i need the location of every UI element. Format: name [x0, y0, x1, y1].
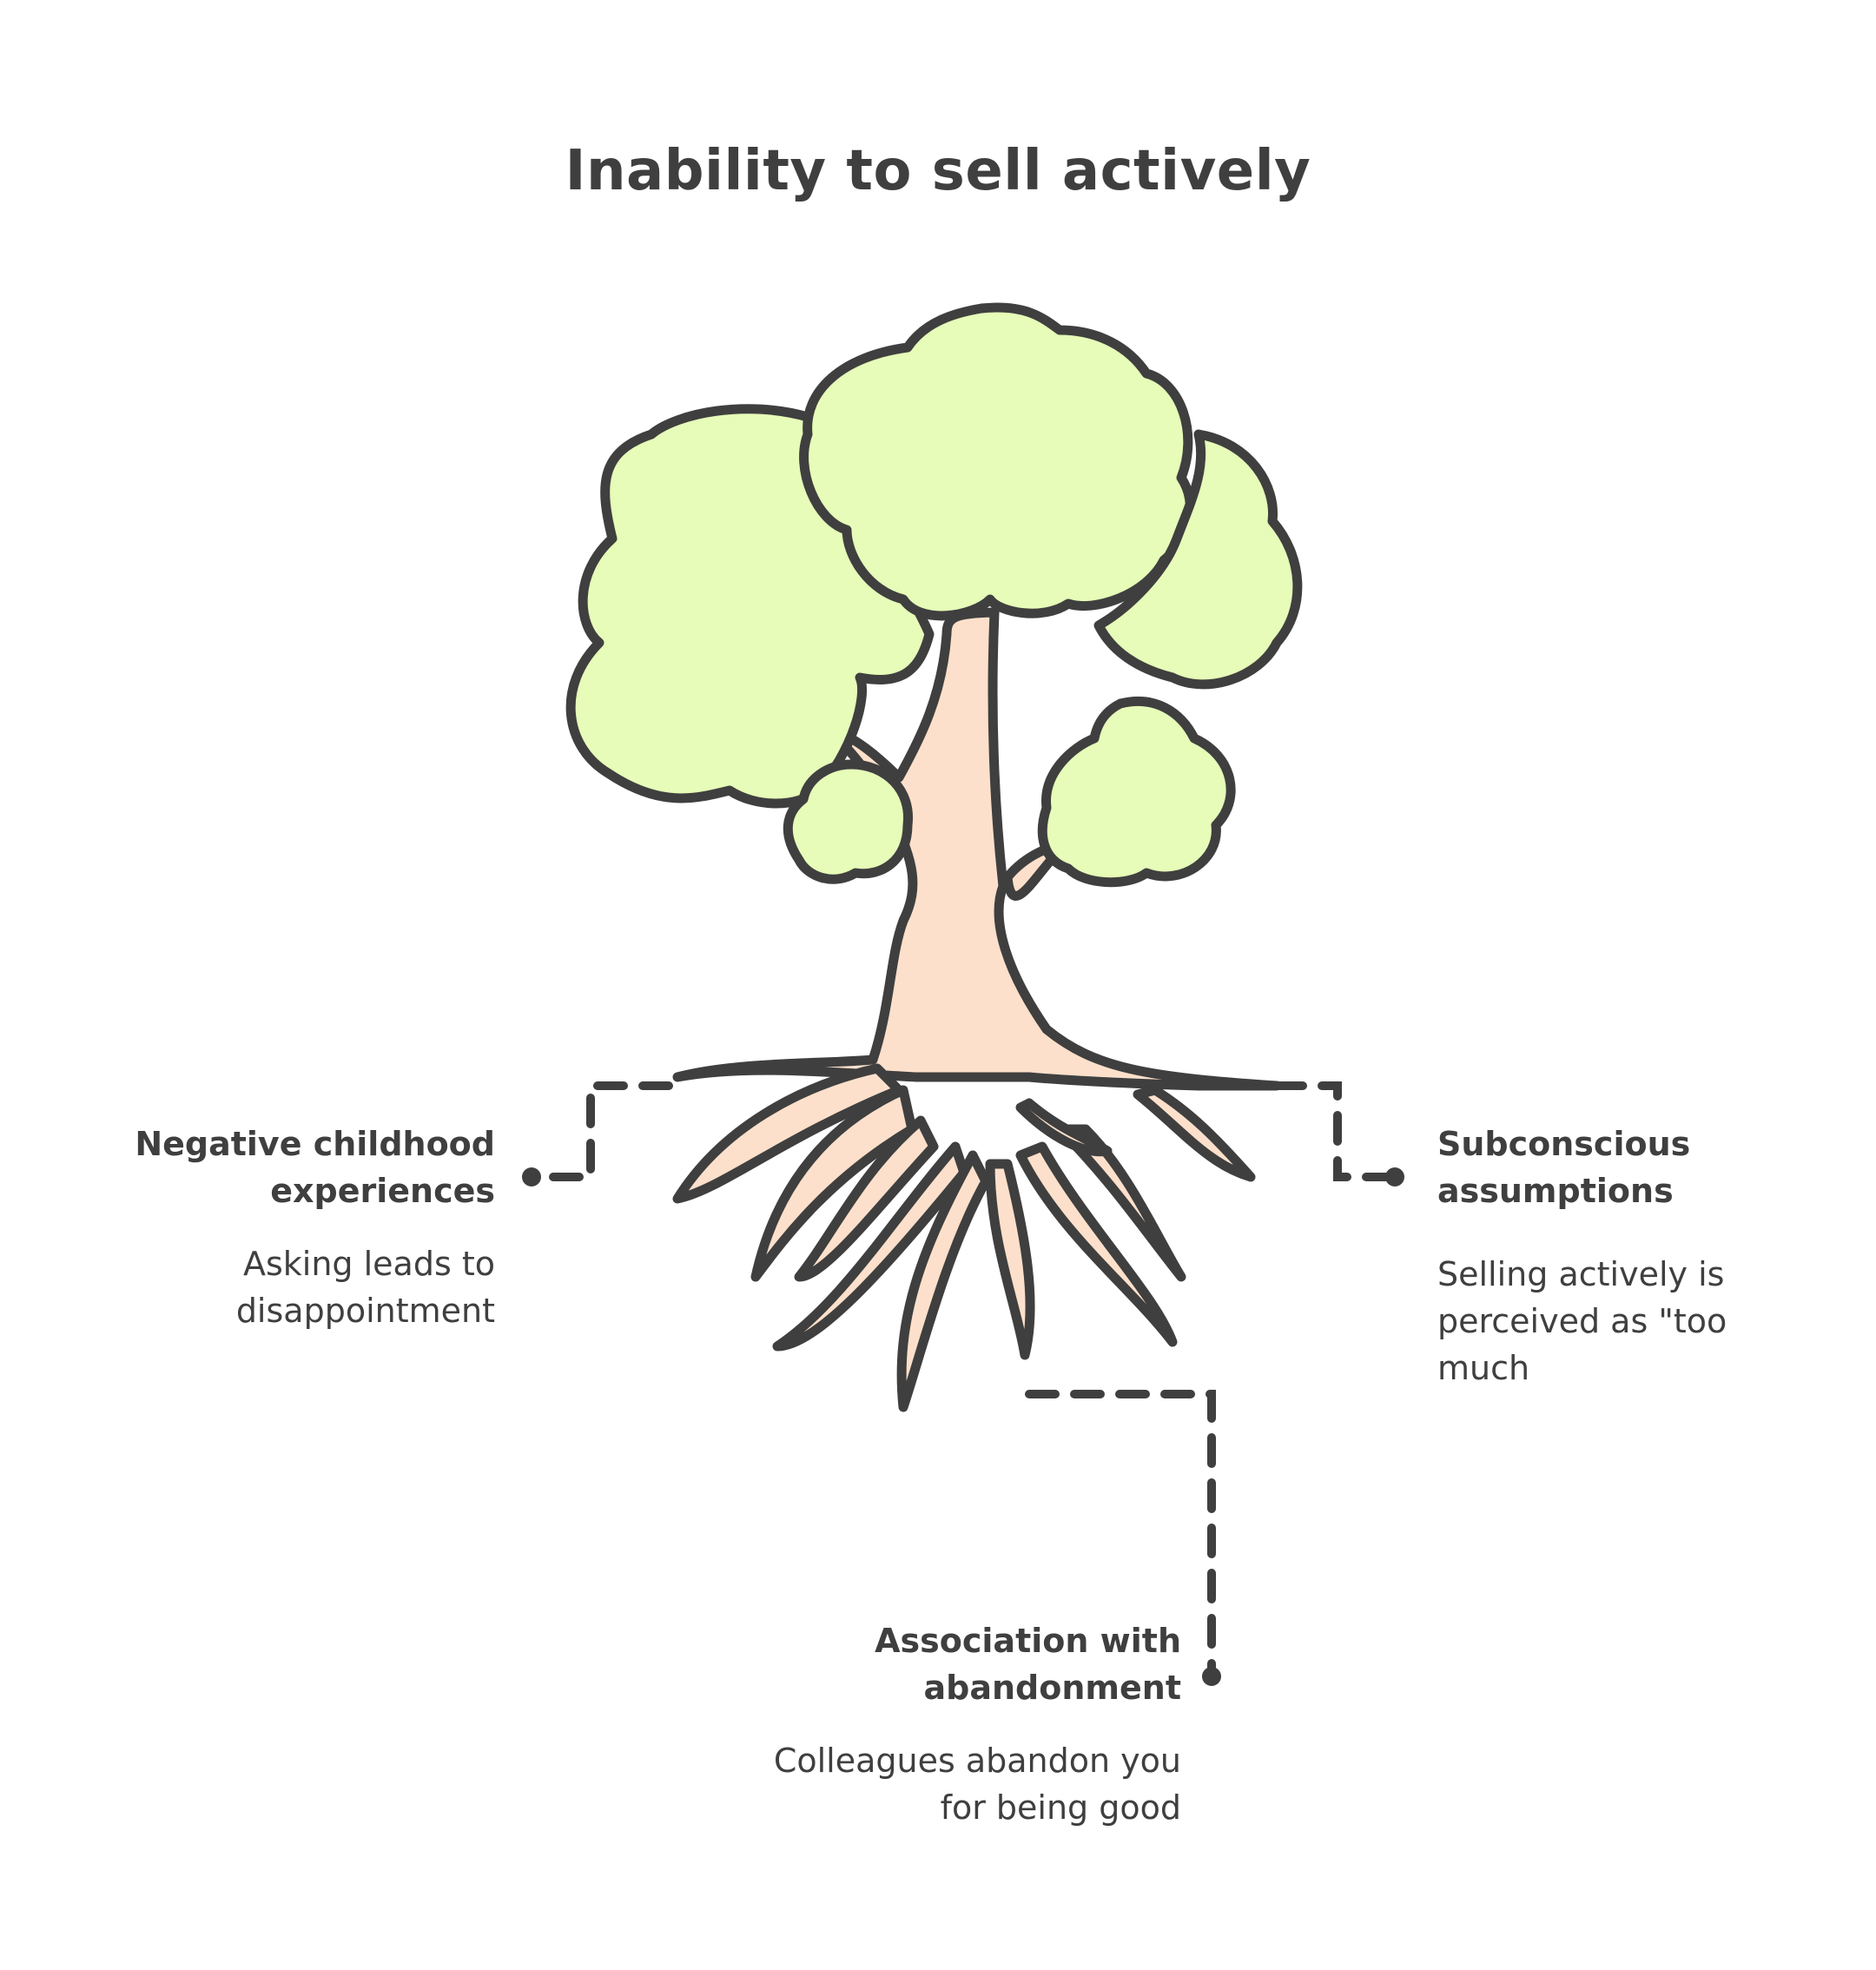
root-heading-bottom: Association with abandonment [875, 1622, 1181, 1707]
connector-endpoints [522, 1167, 1404, 1686]
connector-left-dot [522, 1167, 541, 1187]
connector-left [532, 1081, 673, 1181]
connectors [532, 1081, 1394, 1676]
diagram-title: Inability to sell actively [565, 139, 1311, 203]
canopy-small-right [1037, 696, 1236, 888]
canopy-small-left [783, 759, 914, 884]
tree-illustration [565, 302, 1303, 1412]
root-center [985, 1159, 1035, 1360]
connector-bottom [1025, 1390, 1216, 1676]
root-heading-right: Subconscious assumptions [1437, 1125, 1691, 1210]
root-left-mid [750, 1085, 917, 1282]
canopy-right-cloud [1093, 429, 1303, 690]
root-right-upper [1133, 1085, 1256, 1182]
root-right-mid [1054, 1124, 1186, 1282]
connector-bottom-dot [1202, 1667, 1221, 1686]
root-center-right [1015, 1141, 1178, 1347]
root-left-curl [794, 1115, 939, 1282]
root-right-curl [1015, 1098, 1113, 1157]
root-heading-left: Negative childhood experiences [135, 1125, 495, 1210]
tree-canopy [565, 302, 1303, 888]
tree-roots [672, 1063, 1256, 1412]
root-mid-left [772, 1141, 969, 1352]
root-label-right: Subconscious assumptions Selling activel… [1437, 1121, 1820, 1392]
root-description-right: Selling actively is perceived as "too mu… [1437, 1255, 1727, 1387]
root-label-bottom: Association with abandonment Colleagues … [730, 1617, 1181, 1831]
canopy-top-cloud [799, 302, 1195, 621]
root-description-left: Asking leads to disappointment [235, 1245, 495, 1330]
connector-right [1272, 1081, 1394, 1181]
root-center-left [896, 1150, 991, 1412]
connector-right-dot [1385, 1167, 1404, 1187]
root-label-left: Negative childhood experiences Asking le… [78, 1121, 495, 1334]
root-left-upper [672, 1063, 904, 1204]
root-description-bottom: Colleagues abandon you for being good [773, 1742, 1181, 1827]
tree-trunk [672, 607, 1282, 1091]
